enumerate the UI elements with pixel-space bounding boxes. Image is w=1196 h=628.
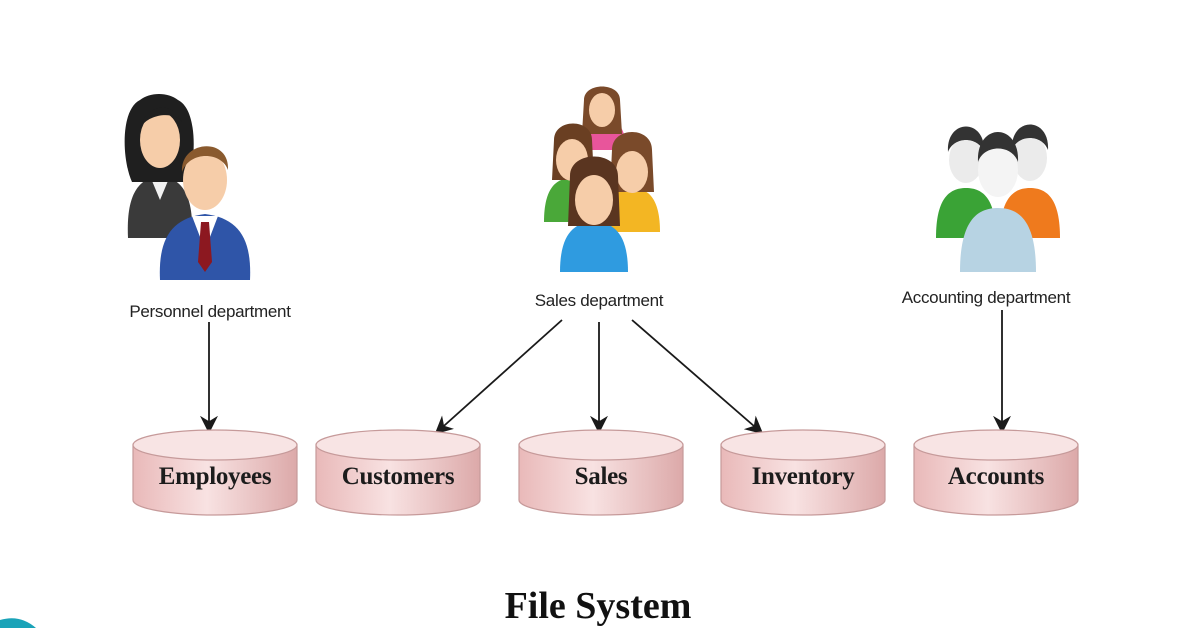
file-label-accounts: Accounts (947, 463, 1045, 490)
file-label-inventory: Inventory (751, 463, 855, 490)
file-drum-inventory (720, 429, 886, 516)
file-label-customers: Customers (341, 463, 455, 490)
file-label-sales: Sales (574, 463, 628, 490)
accounting-department-icon (936, 124, 1060, 272)
file-drum-accounts (913, 429, 1079, 516)
corner-decoration (0, 618, 36, 628)
file-drum-sales (518, 429, 684, 516)
dept-label-personnel: Personnel department (129, 302, 291, 321)
dept-label-sales: Sales department (534, 291, 664, 310)
file-label-employees: Employees (158, 463, 272, 490)
personnel-department-icon (124, 94, 251, 280)
diagram-title: File System (504, 585, 692, 627)
arrow-sales-to-inventory (631, 319, 764, 435)
file-drum-employees (132, 429, 298, 516)
sales-department-icon (544, 86, 660, 272)
arrow-sales-to-customers (434, 319, 563, 435)
file-drum-customers (315, 429, 481, 516)
dept-label-accounting: Accounting department (901, 288, 1071, 307)
connection-arrows (200, 310, 1011, 435)
